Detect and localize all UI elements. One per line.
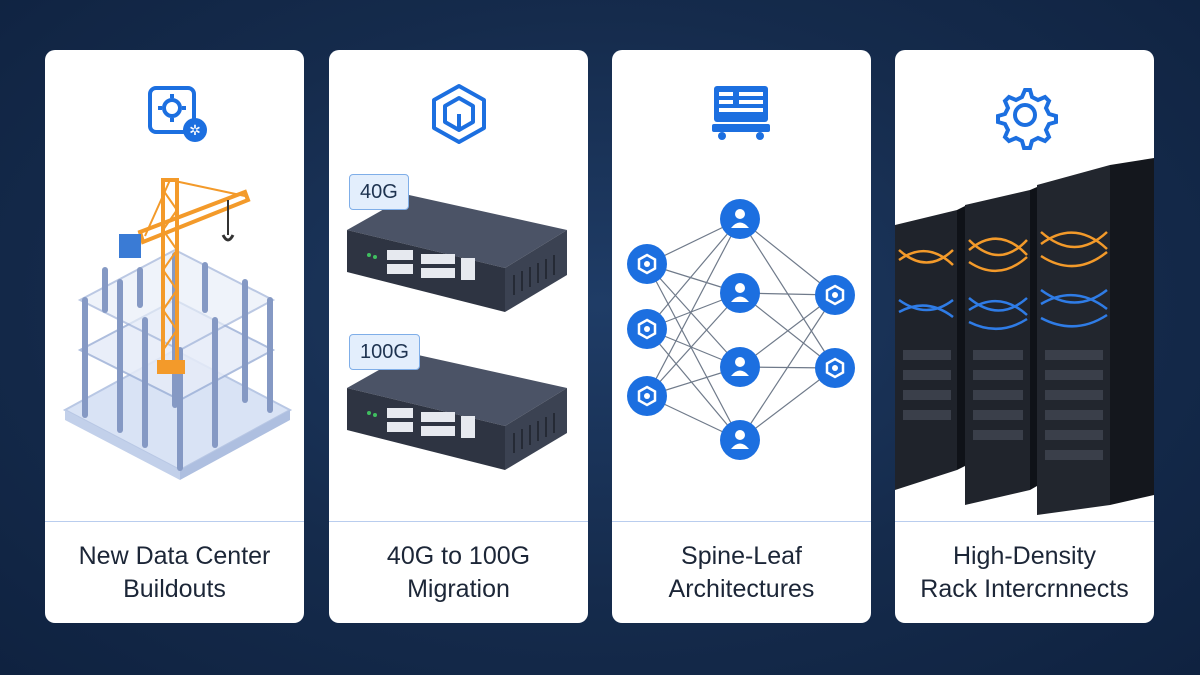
spine-leaf-diagram — [627, 86, 855, 460]
gear-icon — [996, 88, 1058, 150]
speed-tag-100g: 100G — [349, 334, 420, 370]
gear-panel-icon: ✲ — [148, 86, 207, 142]
leaf-nodes — [627, 244, 855, 416]
card-new-data-center: ✲ — [45, 50, 304, 623]
caption-line-1: Spine-Leaf — [681, 541, 802, 570]
card-divider — [612, 521, 871, 522]
spine-nodes — [720, 199, 760, 460]
user-node-icon — [720, 420, 760, 460]
user-node-icon — [720, 273, 760, 313]
card-divider — [895, 521, 1154, 522]
cube-icon — [432, 84, 486, 144]
card-caption: 40G to 100G Migration — [329, 522, 588, 623]
card-caption: New Data Center Buildouts — [45, 522, 304, 623]
hex-node-icon — [815, 275, 855, 315]
speed-tag-40g: 40G — [349, 174, 409, 210]
card-40g-100g-migration: 40G 100G 40G to 100G Migration — [329, 50, 588, 623]
card-high-density-rack: High-Density Rack Intercrnnects — [895, 50, 1154, 623]
caption-line-2: Migration — [407, 574, 510, 603]
caption-line-1: 40G to 100G — [386, 541, 531, 570]
user-node-icon — [720, 347, 760, 387]
hex-node-icon — [815, 348, 855, 388]
card-caption: Spine-Leaf Architectures — [612, 522, 871, 623]
caption-line-2: Rack Intercrnnects — [920, 574, 1129, 603]
hex-node-icon — [627, 376, 667, 416]
caption-line-1: New Data Center — [78, 541, 271, 570]
server-cart-icon — [712, 86, 770, 140]
server-racks — [895, 158, 1154, 515]
network-links — [646, 218, 836, 441]
caption-line-2: Buildouts — [123, 574, 226, 603]
card-divider — [329, 521, 588, 522]
switch-100g — [347, 353, 567, 470]
hex-node-icon — [627, 244, 667, 284]
user-node-icon — [720, 199, 760, 239]
card-spine-leaf: Spine-Leaf Architectures — [612, 50, 871, 623]
card-divider — [45, 521, 304, 522]
construction-illustration: ✲ — [62, 86, 293, 480]
crane — [119, 178, 251, 374]
caption-line-1: High-Density — [952, 541, 1097, 570]
hex-node-icon — [627, 309, 667, 349]
switch-40g — [347, 195, 567, 312]
svg-text:✲: ✲ — [189, 123, 201, 139]
caption-line-2: Architectures — [668, 574, 815, 603]
switch-illustration — [347, 84, 567, 470]
card-caption: High-Density Rack Intercrnnects — [895, 522, 1154, 623]
server-rack-illustration — [895, 88, 1154, 515]
